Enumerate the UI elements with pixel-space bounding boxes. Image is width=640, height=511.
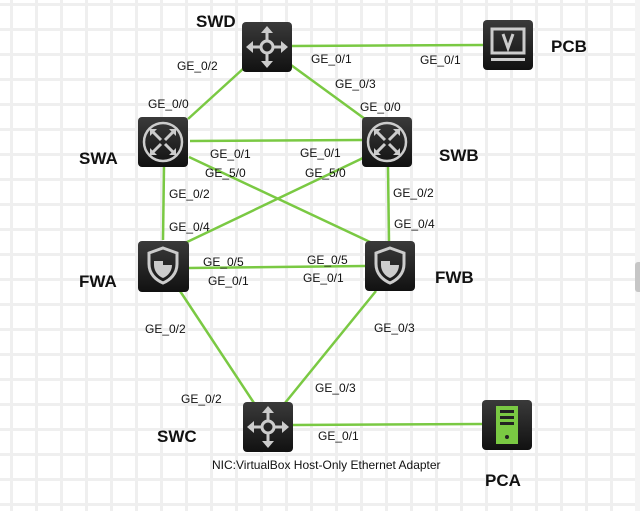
link-swb-fwb[interactable] — [386, 166, 391, 242]
node-swa[interactable] — [138, 117, 188, 167]
node-swc[interactable] — [243, 402, 293, 452]
port-label: GE_0/3 — [335, 77, 376, 91]
port-label: GE_0/4 — [169, 220, 210, 234]
link-swa-fwb[interactable] — [188, 155, 371, 244]
link-swa-swb[interactable] — [189, 138, 363, 143]
firewall-icon — [147, 246, 179, 285]
port-label: GE_0/2 — [177, 59, 218, 73]
node-swb[interactable] — [362, 117, 412, 167]
port-label: GE_0/1 — [303, 271, 344, 285]
port-label: GE_0/1 — [208, 274, 249, 288]
link-swd-swa[interactable] — [187, 67, 245, 120]
nic-label: NIC:VirtualBox Host-Only Ethernet Adapte… — [212, 458, 441, 472]
firewall-icon — [374, 246, 406, 285]
port-label: GE_0/5 — [203, 255, 244, 269]
node-name-fwb: FWB — [435, 268, 474, 287]
port-label: GE_0/2 — [393, 186, 434, 200]
link-fwb-swc[interactable] — [284, 290, 377, 404]
node-name-pcb: PCB — [551, 37, 587, 56]
host-icon — [496, 406, 518, 444]
node-name-swd: SWD — [196, 12, 236, 31]
link-swd-swb[interactable] — [290, 63, 366, 121]
port-label: GE_0/4 — [394, 217, 435, 231]
node-name-fwa: FWA — [79, 272, 117, 291]
router-icon — [246, 26, 288, 68]
port-label: GE_0/1 — [311, 52, 352, 66]
port-label: GE_0/3 — [315, 381, 356, 395]
node-pca[interactable] — [482, 400, 532, 450]
node-name-pca: PCA — [485, 471, 521, 490]
port-label: GE_0/3 — [374, 321, 415, 335]
node-name-swb: SWB — [439, 146, 479, 165]
link-swd-pcb[interactable] — [291, 43, 484, 48]
router-icon — [247, 406, 289, 448]
node-name-swa: SWA — [79, 149, 118, 168]
scrollbar-thumb[interactable] — [635, 262, 640, 292]
node-pcb[interactable] — [483, 20, 533, 70]
node-fwa[interactable] — [138, 241, 189, 292]
port-label: GE_0/0 — [148, 97, 189, 111]
port-label: GE_0/5 — [307, 253, 348, 267]
node-fwb[interactable] — [365, 241, 415, 291]
port-label: GE_0/1 — [318, 429, 359, 443]
switch-icon — [142, 121, 184, 163]
port-label: GE_0/1 — [300, 146, 341, 160]
switch-icon — [366, 121, 408, 163]
vertical-scrollbar[interactable] — [635, 0, 640, 511]
port-label: GE_5/0 — [205, 166, 246, 180]
port-label: GE_0/2 — [169, 187, 210, 201]
port-label: GE_0/2 — [145, 322, 186, 336]
port-label: GE_0/2 — [181, 392, 222, 406]
link-fwa-swc[interactable] — [178, 290, 256, 404]
node-name-swc: SWC — [157, 427, 197, 446]
port-label: GE_0/1 — [210, 147, 251, 161]
link-fwa-fwb[interactable] — [188, 264, 366, 270]
link-swa-fwa[interactable] — [161, 166, 166, 241]
port-label: GE_0/0 — [360, 100, 401, 114]
monitor-icon — [490, 27, 526, 61]
port-label: GE_5/0 — [305, 166, 346, 180]
port-label: GE_0/1 — [420, 53, 461, 67]
link-swc-pca[interactable] — [292, 422, 484, 427]
node-swd[interactable] — [242, 22, 292, 72]
link-swb-fwa[interactable] — [184, 156, 364, 245]
